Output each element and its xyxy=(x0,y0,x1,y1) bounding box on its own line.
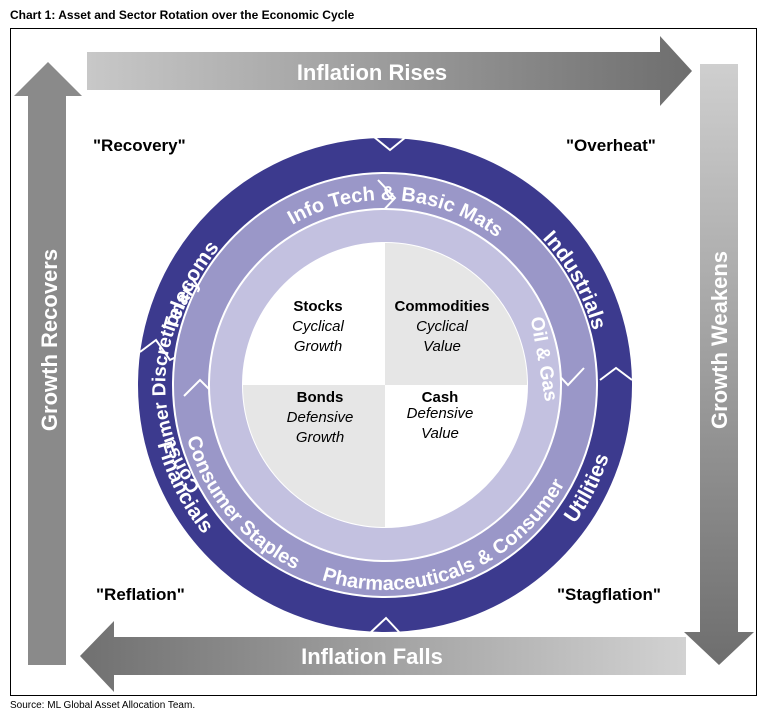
quadrant-bonds-bg xyxy=(243,385,385,527)
bonds-line1: Defensive xyxy=(287,409,354,426)
commodities-line2: Value xyxy=(423,338,461,355)
quadrant-stocks: Stocks Cyclical Growth xyxy=(292,298,344,355)
cash-line2: Value xyxy=(421,425,459,442)
commodities-line1: Cyclical xyxy=(416,318,468,335)
diagram-frame xyxy=(10,28,757,696)
arrow-left: Growth Recovers xyxy=(14,62,82,665)
stocks-line1: Cyclical xyxy=(292,318,344,335)
stocks-title: Stocks xyxy=(293,298,342,315)
phase-stagflation: "Stagflation" xyxy=(557,585,661,604)
arrow-top-label: Inflation Rises xyxy=(297,60,447,85)
cash-title: Cash xyxy=(422,389,459,406)
arrow-left-label: Growth Recovers xyxy=(37,249,62,431)
chart-title: Chart 1: Asset and Sector Rotation over … xyxy=(10,8,355,22)
phase-overheat: "Overheat" xyxy=(566,136,656,155)
phase-recovery: "Recovery" xyxy=(93,136,186,155)
quadrant-commodities-bg xyxy=(385,243,527,385)
quadrant-commodities: Commodities Cyclical Value xyxy=(394,298,489,355)
arrow-top: Inflation Rises xyxy=(87,36,692,106)
source-note: Source: ML Global Asset Allocation Team. xyxy=(10,700,196,711)
commodities-title: Commodities xyxy=(394,298,489,315)
bonds-line2: Growth xyxy=(296,429,344,446)
arrow-bottom: Inflation Falls xyxy=(80,621,686,692)
phase-reflation: "Reflation" xyxy=(96,585,185,604)
arrow-right-label: Growth Weakens xyxy=(707,251,732,429)
cash-line1: Defensive xyxy=(407,405,474,422)
arrow-bottom-label: Inflation Falls xyxy=(301,644,443,669)
arrow-right: Growth Weakens xyxy=(684,64,754,665)
bonds-title: Bonds xyxy=(297,389,344,406)
quadrant-cash: Cash Defensive Value xyxy=(407,389,474,442)
quadrant-bonds: Bonds Defensive Growth xyxy=(287,389,354,446)
cycle-rings xyxy=(136,136,634,634)
stocks-line2: Growth xyxy=(294,338,342,355)
